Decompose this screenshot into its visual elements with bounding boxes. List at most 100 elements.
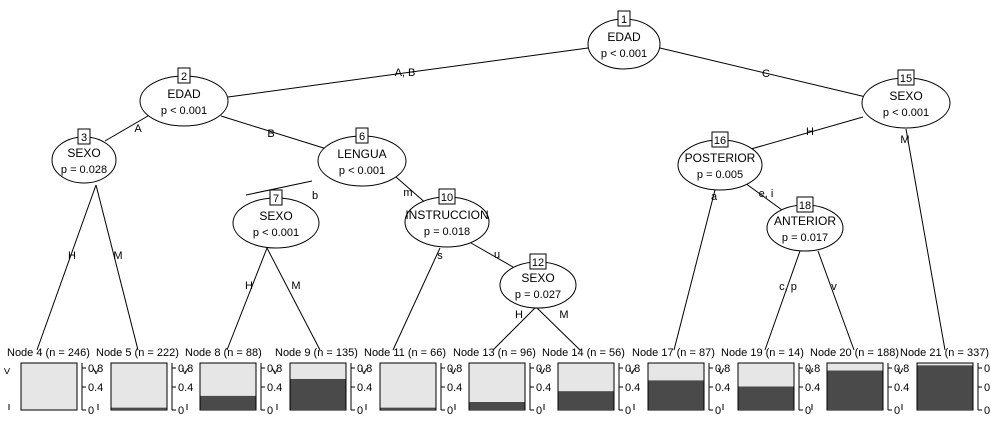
terminal-bar-fill	[917, 365, 973, 410]
node-p-value: p < 0.001	[883, 107, 929, 119]
node-id-box	[77, 128, 91, 145]
terminal-tick-label: 0.8	[178, 363, 193, 375]
terminal-tick-label: 0.4	[894, 382, 909, 394]
node-p-value: p = 0.017	[782, 232, 828, 244]
node-id: 6	[359, 131, 365, 143]
node-id: 10	[441, 192, 453, 204]
tree-edge	[492, 306, 537, 351]
node-id: 1	[621, 14, 627, 26]
node-variable: SEXO	[67, 146, 100, 160]
terminal-node-label: Node 20 (n = 188)	[810, 347, 899, 359]
terminal-bar-fill	[469, 402, 525, 410]
tree-edge	[227, 47, 589, 98]
tree-edge	[470, 242, 521, 272]
edge-label: B	[267, 128, 274, 140]
edge-label: b	[312, 190, 318, 202]
node-id-box	[897, 69, 915, 86]
node-id-box	[177, 67, 191, 84]
edge-label: c, p	[779, 281, 797, 293]
terminal-node-label: Node 4 (n = 246)	[7, 347, 90, 359]
tree-edge	[395, 176, 429, 206]
node-id: 12	[532, 257, 544, 269]
terminal-y-label: <	[446, 367, 460, 374]
terminal-bar-fill	[380, 407, 436, 410]
terminal-bar-fill	[738, 386, 794, 410]
terminal-bar-background	[379, 362, 437, 411]
node-variable: POSTERIOR	[685, 151, 756, 165]
terminal-y-label: <	[89, 367, 103, 374]
node-variable: SEXO	[889, 89, 922, 103]
node-variable: INSTRUCCION	[405, 208, 488, 222]
terminal-node: Node 20 (n = 188)0.80.40<	[803, 347, 909, 417]
terminal-tick-label: 0.8	[625, 363, 640, 375]
terminal-y-label: <	[893, 367, 907, 374]
terminal-tick-label: 0	[536, 405, 542, 417]
terminal-node-label: Node 19 (n = 14)	[721, 347, 804, 359]
node-variable: EDAD	[607, 30, 641, 44]
terminal-bar-background	[20, 362, 78, 411]
edge-label: v	[831, 281, 837, 293]
terminal-tick-label: 0.4	[536, 382, 551, 394]
terminal-node: Node 13 (n = 96)0.80.40<	[446, 347, 551, 417]
node-id: 7	[273, 193, 279, 205]
terminal-tick-label: 0.8	[88, 363, 103, 375]
edge-label: H	[245, 280, 253, 292]
node-id: 3	[81, 132, 87, 144]
terminal-node-label: Node 5 (n = 222)	[96, 347, 179, 359]
tree-edge	[95, 184, 139, 351]
node-id-box	[529, 253, 547, 270]
edge-label: H	[68, 250, 76, 262]
terminal-node-label: Node 13 (n = 96)	[453, 347, 536, 359]
terminal-tick-label: 0.8	[984, 363, 991, 375]
terminal-tick-label: 0	[447, 405, 453, 417]
tree-edge	[535, 306, 581, 351]
node-p-value: p < 0.001	[601, 48, 647, 60]
node-variable: SEXO	[259, 209, 292, 223]
terminal-tick-label: 0.4	[625, 382, 640, 394]
node-p-value: p = 0.027	[515, 289, 561, 301]
tree-edge	[245, 180, 313, 196]
terminal-tick-label: 0.4	[267, 382, 282, 394]
terminal-y-label: <	[803, 367, 817, 374]
terminal-bar-fill	[648, 380, 704, 410]
terminal-tick-label: 0	[715, 405, 721, 417]
terminal-tick-label: 0	[805, 405, 811, 417]
node-p-value: p = 0.005	[697, 169, 743, 181]
tree-edge	[266, 247, 321, 351]
terminal-tick-label: 0	[267, 405, 273, 417]
terminal-tick-label: 0.4	[447, 382, 462, 394]
node-id-box	[617, 10, 631, 27]
tree-edge	[392, 247, 441, 351]
terminal-node: Node 19 (n = 14)0.80.40<	[714, 347, 820, 417]
node-p-value: p = 0.028	[61, 164, 107, 176]
terminal-y-label: <	[714, 367, 728, 374]
terminal-node-label: Node 21 (n = 337)	[900, 347, 989, 359]
terminal-tick-label: 0.4	[984, 382, 991, 394]
edge-label: a	[711, 191, 718, 203]
edge-label: M	[291, 280, 300, 292]
terminal-y-label: <	[625, 367, 639, 374]
terminal-node: Node 5 (n = 222)0.80.40<	[89, 347, 193, 417]
node-id-box	[355, 127, 369, 144]
node-id: 2	[181, 71, 187, 83]
node-p-value: p < 0.001	[253, 227, 299, 239]
edge-label: A, B	[395, 67, 416, 79]
tree-edges	[36, 47, 946, 351]
terminal-y-label: <	[178, 367, 192, 374]
tree-edge	[226, 247, 268, 351]
terminal-bar-fill	[290, 378, 346, 410]
node-id: 15	[900, 73, 912, 85]
terminal-y-label: <	[0, 367, 14, 374]
terminal-bar-fill	[200, 395, 256, 410]
node-id-box	[796, 196, 814, 213]
tree-edge	[659, 47, 867, 98]
terminal-node: Node 21 (n = 337)0.80.40<	[893, 347, 991, 417]
edge-label: H	[515, 309, 523, 321]
